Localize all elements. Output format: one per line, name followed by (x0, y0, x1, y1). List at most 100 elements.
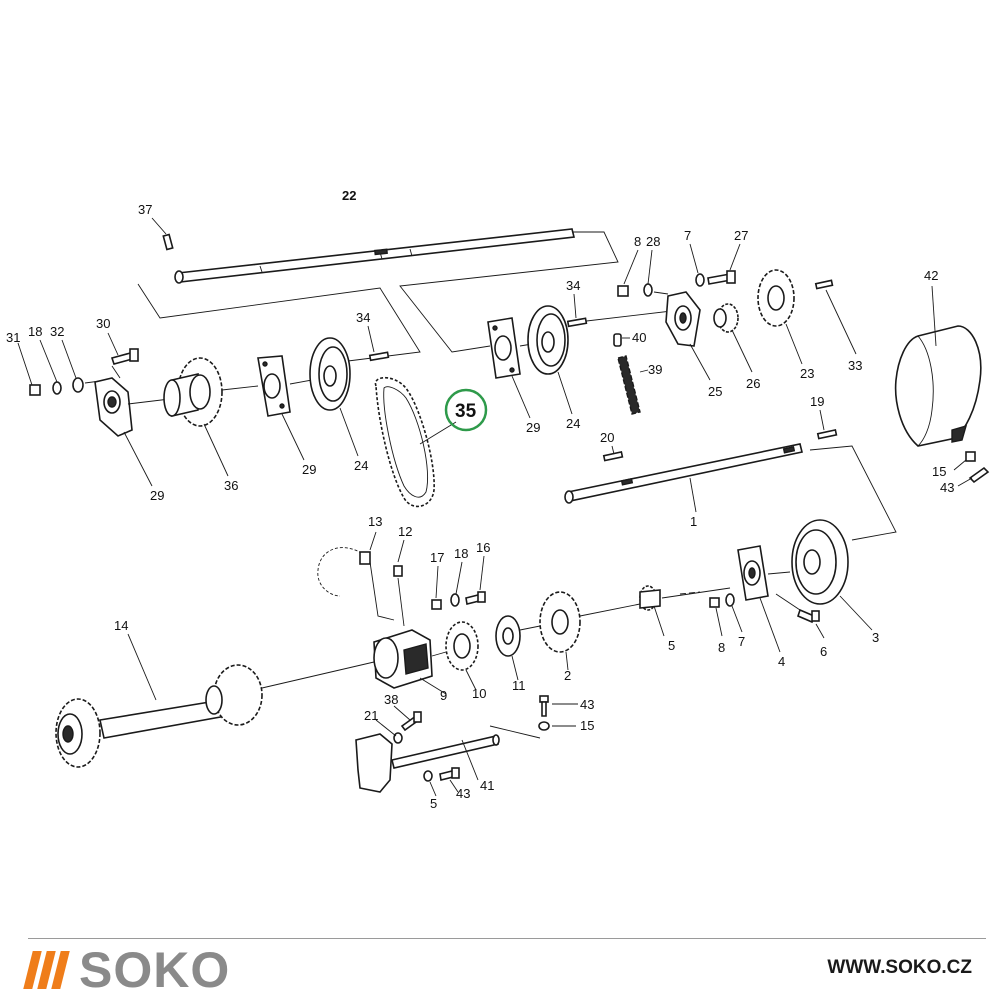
sprocket-2 (539, 591, 581, 653)
pulley-3 (791, 519, 849, 605)
label-30: 30 (96, 316, 110, 331)
bolt-30 (110, 348, 139, 365)
label-12: 12 (398, 524, 412, 539)
washer-7-top (695, 273, 705, 287)
label-42: 42 (924, 268, 938, 283)
label-40: 40 (632, 330, 646, 345)
label-9: 9 (440, 688, 447, 703)
bolt-6 (797, 608, 820, 624)
bolt-27 (707, 270, 736, 285)
label-43-mid: 43 (580, 697, 594, 712)
label-2: 2 (564, 668, 571, 683)
washer-11 (495, 615, 521, 657)
label-39: 39 (648, 362, 662, 377)
label-19: 19 (810, 394, 824, 409)
bolt-43-lower (439, 767, 460, 781)
key-19 (816, 429, 838, 440)
key-20 (602, 451, 624, 462)
safety-chain-13 (317, 547, 371, 597)
label-28: 28 (646, 234, 660, 249)
label-18-lower: 18 (454, 546, 468, 561)
flange-plate-29-right (487, 317, 521, 379)
label-15-mid: 15 (580, 718, 594, 733)
label-35-highlighted: 35 (455, 401, 477, 422)
chain-39 (617, 355, 641, 415)
label-5-right: 5 (668, 638, 675, 653)
label-27: 27 (734, 228, 748, 243)
label-8-top: 8 (634, 234, 641, 249)
soko-logo: SOKO (23, 942, 231, 998)
label-16: 16 (476, 540, 490, 555)
flange-bearing-29-left (94, 377, 133, 437)
label-33: 33 (848, 358, 862, 373)
label-10: 10 (472, 686, 486, 701)
chain-link-40 (613, 333, 622, 347)
label-41: 41 (480, 778, 494, 793)
label-14: 14 (114, 618, 128, 633)
flange-bearing-4 (737, 545, 769, 601)
label-34-left: 34 (356, 310, 370, 325)
flange-plate-29-mid (257, 355, 291, 417)
sprocket-26 (713, 303, 739, 333)
bolt-38 (400, 711, 422, 732)
pulley-24-right (527, 305, 569, 375)
brand-name: SOKO (79, 942, 231, 998)
sprocket-23 (757, 269, 795, 327)
label-17: 17 (430, 550, 444, 565)
label-6: 6 (820, 644, 827, 659)
label-25: 25 (708, 384, 722, 399)
key-33 (814, 279, 834, 290)
logo-stripes-icon (23, 951, 70, 989)
label-26: 26 (746, 376, 760, 391)
washer-5-lower (423, 770, 433, 782)
label-36: 36 (224, 478, 238, 493)
label-43-right: 43 (940, 480, 954, 495)
label-29-mid: 29 (302, 462, 316, 477)
washer-21 (393, 732, 403, 744)
label-11: 11 (512, 678, 526, 693)
label-5-lower: 5 (430, 796, 437, 811)
sprocket-hub-36 (163, 357, 223, 427)
label-21: 21 (364, 708, 378, 723)
label-1: 1 (690, 514, 697, 529)
washer-28 (643, 283, 653, 297)
label-4: 4 (778, 654, 785, 669)
label-7-lower: 7 (738, 634, 745, 649)
website-url: WWW.SOKO.CZ (827, 957, 972, 978)
v-belt-35 (374, 376, 435, 508)
bearing-10 (445, 621, 479, 671)
label-29-right: 29 (526, 420, 540, 435)
key-37 (162, 233, 174, 251)
exploded-parts-diagram: 22 37 8 28 7 27 42 31 18 32 30 34 34 40 … (6, 188, 990, 811)
label-13: 13 (368, 514, 382, 529)
highlight-ring-35 (444, 388, 488, 432)
washer-18 (52, 381, 62, 395)
nut-8-lower (709, 597, 720, 608)
lever-41 (355, 733, 500, 793)
label-20: 20 (600, 430, 614, 445)
label-23: 23 (800, 366, 814, 381)
washer-18-lower (450, 593, 460, 607)
bolt-43-mid (539, 695, 549, 717)
shaft-1 (564, 443, 803, 504)
nut-31 (29, 384, 41, 396)
grease-nipple-12 (393, 565, 403, 577)
cover-42 (894, 325, 982, 447)
nut-15-mid (538, 721, 550, 731)
label-22: 22 (342, 188, 356, 203)
label-38: 38 (384, 692, 398, 707)
label-24-right: 24 (566, 416, 580, 431)
pulley-24-left (309, 337, 351, 411)
label-43-lower: 43 (456, 786, 470, 801)
shaft-22 (174, 228, 575, 284)
bolt-16 (465, 591, 486, 605)
label-24-left: 24 (354, 458, 368, 473)
flange-bearing-25 (665, 291, 701, 347)
pto-shaft-14 (55, 664, 263, 768)
washer-32 (72, 377, 84, 393)
nut-15-right (965, 451, 976, 462)
nut-17 (431, 599, 442, 610)
sprocket-5 (639, 585, 661, 611)
footer-divider (28, 938, 986, 939)
label-37: 37 (138, 202, 152, 217)
